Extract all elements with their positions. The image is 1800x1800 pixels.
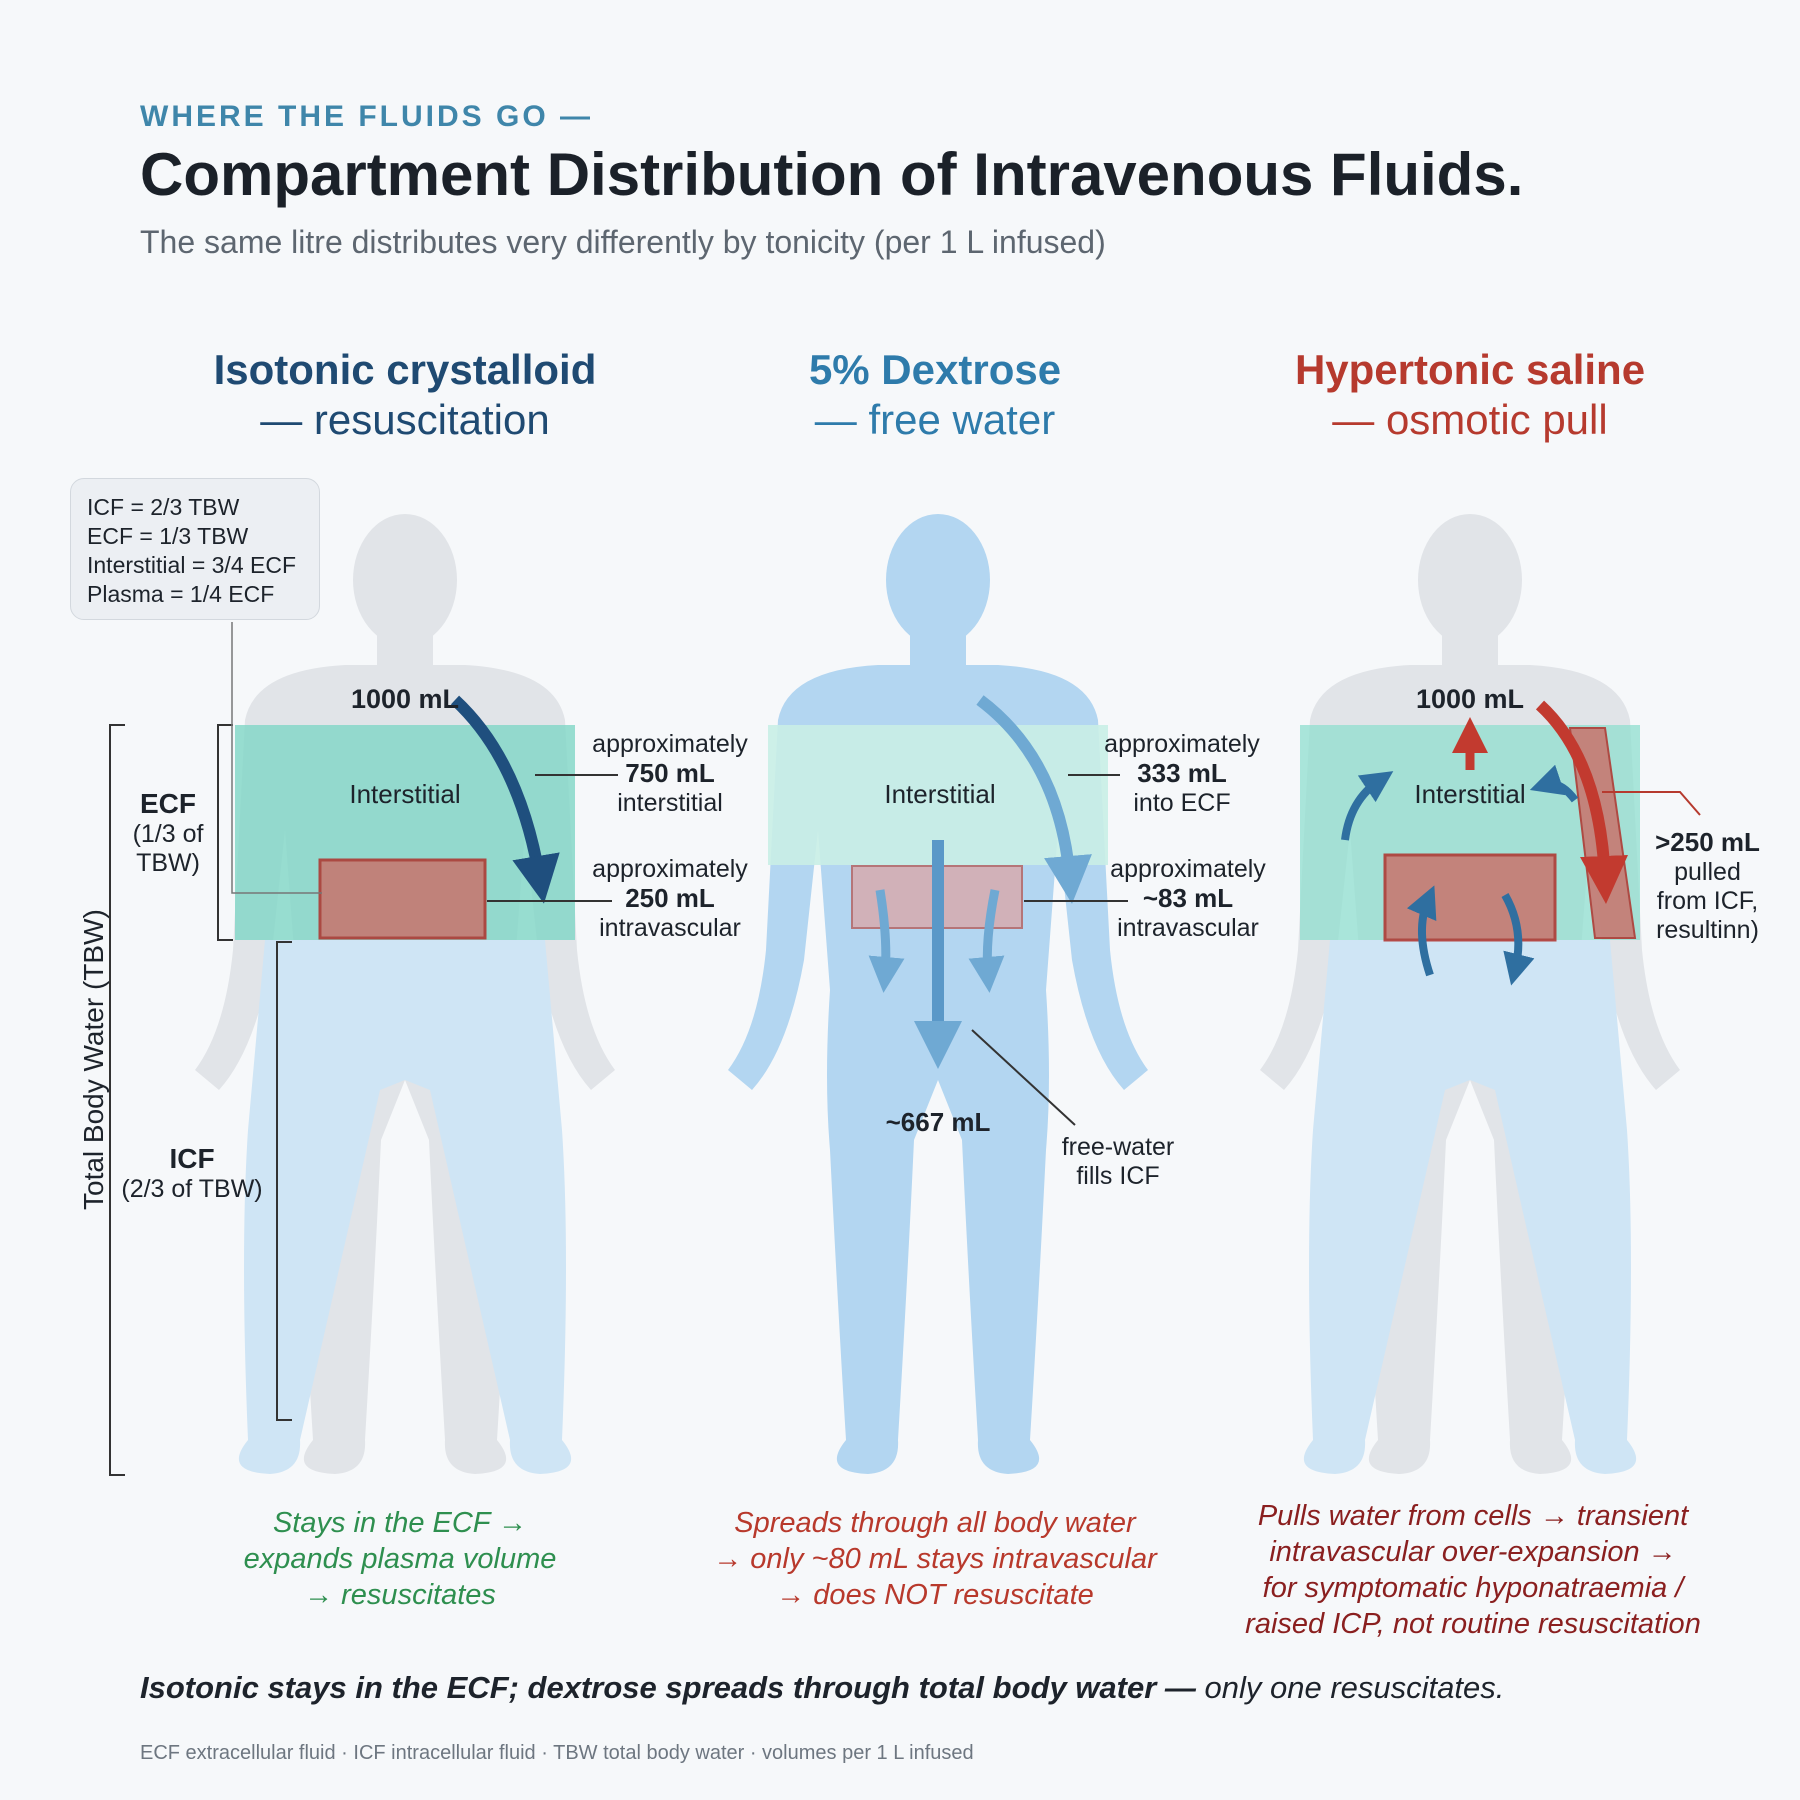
column-heading-dextrose: 5% Dextrose — free water bbox=[675, 345, 1195, 445]
volume-value: >250 mL bbox=[1655, 827, 1760, 857]
caption-dextrose: Spreads through all body water → only ~8… bbox=[690, 1505, 1180, 1613]
infused-volume: 1000 mL bbox=[350, 684, 460, 714]
curved-arrow bbox=[1341, 771, 1394, 841]
icf-sub: (2/3 of TBW) bbox=[121, 1175, 263, 1203]
caption-isotonic: Stays in the ECF → expands plasma volume… bbox=[195, 1505, 605, 1613]
caption-line: Spreads through all body water bbox=[734, 1507, 1136, 1539]
legend-item: Interstitial = 3/4 ECF bbox=[87, 552, 296, 578]
caption-line: for symptomatic hyponatraemia / bbox=[1262, 1572, 1684, 1604]
plasma-box bbox=[318, 858, 487, 940]
free-water-label: free-water fills ICF bbox=[1048, 1133, 1188, 1191]
free-water-text: fills ICF bbox=[1076, 1162, 1160, 1190]
compartment-text: intravascular bbox=[599, 914, 741, 942]
tbw-bracket bbox=[109, 724, 125, 1476]
interstitial-label: Interstitial bbox=[349, 779, 461, 809]
icf-label: ICF (2/3 of TBW) bbox=[112, 1143, 272, 1204]
approx-text: approximately bbox=[592, 855, 748, 883]
icf-bracket bbox=[276, 941, 292, 1421]
body-dextrose bbox=[728, 514, 1148, 1474]
legend-item: ICF = 2/3 TBW bbox=[87, 494, 240, 520]
column-name: Hypertonic saline bbox=[1294, 346, 1646, 393]
ecf-volume-label: approximately 333 mL into ECF bbox=[1092, 730, 1272, 818]
pulled-text: from ICF, bbox=[1656, 887, 1759, 915]
caption-line: → only ~80 mL stays intravascular bbox=[713, 1543, 1157, 1575]
caption-line: expands plasma volume bbox=[243, 1543, 557, 1575]
pull-arrow bbox=[1535, 700, 1628, 904]
kicker: WHERE THE FLUIDS GO — bbox=[140, 100, 593, 133]
approx-text: approximately bbox=[592, 730, 748, 758]
column-heading-isotonic: Isotonic crystalloid — resuscitation bbox=[145, 345, 665, 445]
column-name: 5% Dextrose bbox=[808, 346, 1062, 393]
legend-item: Plasma = 1/4 ECF bbox=[87, 581, 275, 607]
interstitial-volume-label: approximately 750 mL interstitial bbox=[580, 730, 760, 818]
summary-rest: only one resuscitates. bbox=[1195, 1670, 1505, 1705]
column-name: Isotonic crystalloid bbox=[213, 346, 597, 393]
column-sub: — osmotic pull bbox=[1332, 396, 1608, 443]
intravascular-volume-label: approximately 250 mL intravascular bbox=[580, 855, 760, 943]
caption-line: → resuscitates bbox=[304, 1579, 496, 1611]
ecf-sub: TBW) bbox=[136, 849, 200, 877]
ecf-title: ECF bbox=[140, 788, 196, 819]
icf-lower bbox=[1303, 940, 1637, 1474]
page-title: Compartment Distribution of Intravenous … bbox=[140, 141, 1524, 208]
volume-value: 250 mL bbox=[625, 883, 715, 913]
caption-line: Stays in the ECF → bbox=[272, 1507, 528, 1539]
plasma-box bbox=[1383, 853, 1557, 942]
compartment-text: interstitial bbox=[617, 789, 723, 817]
side-arrow bbox=[868, 889, 905, 993]
leader-line bbox=[971, 1029, 1076, 1126]
compartment-text: intravascular bbox=[1117, 914, 1259, 942]
legend-item: ECF = 1/3 TBW bbox=[87, 523, 249, 549]
legend-leader bbox=[231, 622, 322, 894]
curved-arrow bbox=[1501, 893, 1535, 986]
compartment-text: into ECF bbox=[1133, 789, 1231, 817]
infusion-arrow bbox=[976, 695, 1092, 904]
caption-line: raised ICP, not routine resuscitation bbox=[1245, 1608, 1701, 1640]
volume-value: 750 mL bbox=[625, 758, 715, 788]
volume-value: ~83 mL bbox=[1142, 883, 1234, 913]
leader-line bbox=[1602, 791, 1701, 816]
ecf-label: ECF (1/3 of TBW) bbox=[118, 788, 218, 878]
page-subtitle: The same litre distributes very differen… bbox=[140, 224, 1106, 260]
pulled-volume-label: >250 mL pulled from ICF, resultinn) bbox=[1640, 828, 1775, 945]
body-hypertonic bbox=[1260, 514, 1701, 1474]
side-arrow bbox=[968, 889, 1005, 993]
ecf-bracket bbox=[217, 724, 233, 941]
caption-line: Pulls water from cells → transient bbox=[1257, 1500, 1689, 1532]
infused-volume: 1000 mL bbox=[1415, 684, 1525, 714]
interstitial-label: Interstitial bbox=[884, 779, 996, 809]
caption-hypertonic: Pulls water from cells → transient intra… bbox=[1218, 1498, 1728, 1642]
approx-text: approximately bbox=[1104, 730, 1260, 758]
intravascular-volume-label: approximately ~83 mL intravascular bbox=[1098, 855, 1278, 943]
curved-arrow bbox=[1529, 764, 1579, 803]
caption-line: intravascular over-expansion → bbox=[1269, 1536, 1677, 1568]
icf-lower bbox=[238, 940, 572, 1474]
pulled-text: pulled bbox=[1674, 858, 1741, 886]
free-water-text: free-water bbox=[1061, 1133, 1175, 1161]
approx-text: approximately bbox=[1110, 855, 1266, 883]
interstitial-label: Interstitial bbox=[1414, 779, 1526, 809]
column-sub: — resuscitation bbox=[260, 396, 550, 443]
body-isotonic bbox=[195, 514, 615, 1474]
pulled-text: resultinn) bbox=[1656, 916, 1759, 944]
icf-volume-value: ~667 mL bbox=[885, 1107, 991, 1137]
column-sub: — free water bbox=[814, 396, 1056, 443]
caption-line: → does NOT resuscitate bbox=[776, 1579, 1094, 1611]
column-heading-hypertonic: Hypertonic saline — osmotic pull bbox=[1210, 345, 1730, 445]
footnote: ECF extracellular fluid · ICF intracellu… bbox=[140, 1742, 974, 1764]
ecf-sub: (1/3 of bbox=[132, 820, 204, 848]
volume-value: 333 mL bbox=[1137, 758, 1227, 788]
summary-line: Isotonic stays in the ECF; dextrose spre… bbox=[140, 1670, 1504, 1706]
legend-box: ICF = 2/3 TBW ECF = 1/3 TBW Interstitial… bbox=[70, 478, 320, 620]
icf-title: ICF bbox=[169, 1143, 215, 1174]
summary-bold: Isotonic stays in the ECF; dextrose spre… bbox=[140, 1670, 1196, 1705]
tbw-axis-label: Total Body Water (TBW) bbox=[78, 909, 109, 1210]
infusion-arrow bbox=[450, 695, 560, 904]
curved-arrow bbox=[1406, 885, 1437, 977]
